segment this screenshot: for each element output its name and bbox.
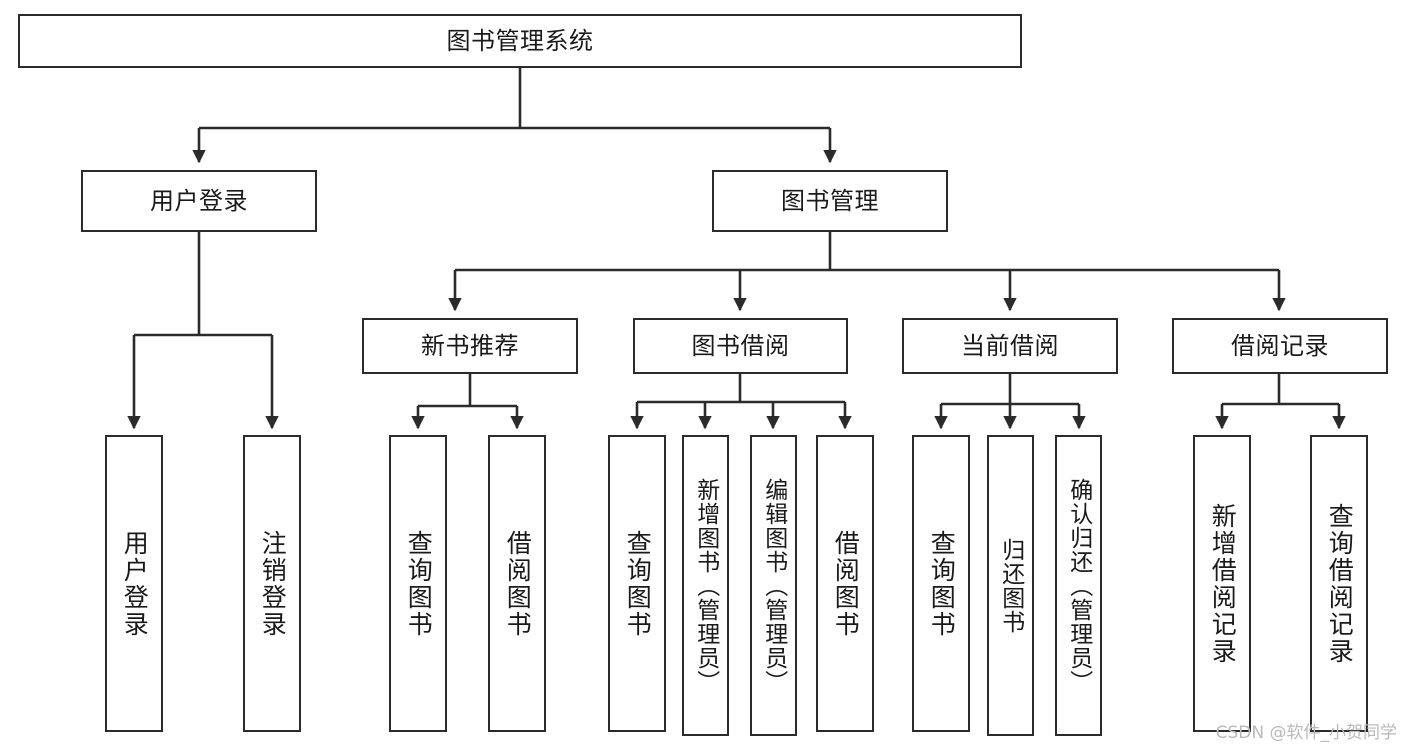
leaf-book-borrow-add-book-admin[interactable]: 新增图书（管理员） — [682, 435, 729, 736]
leaf-current-borrow-query-book[interactable]: 查询图书 — [912, 435, 970, 732]
leaf-new-book-borrow-book[interactable]: 借阅图书 — [488, 435, 546, 732]
node-label: 查询借阅记录 — [1325, 502, 1355, 665]
node-label: 确认归还（管理员） — [1065, 477, 1092, 694]
leaf-current-borrow-return-book[interactable]: 归还图书 — [987, 435, 1034, 736]
node-label: 注销登录 — [258, 529, 288, 638]
node-book-borrow[interactable]: 图书借阅 — [633, 318, 848, 374]
node-label: 查询图书 — [404, 529, 434, 638]
node-new-book-recommend[interactable]: 新书推荐 — [362, 318, 578, 374]
leaf-current-borrow-confirm-return-admin[interactable]: 确认归还（管理员） — [1055, 435, 1102, 736]
node-label: 借阅图书 — [831, 529, 861, 638]
node-label: 新书推荐 — [421, 331, 519, 360]
node-label: 新增借阅记录 — [1208, 502, 1238, 665]
node-root-book-management-system[interactable]: 图书管理系统 — [18, 14, 1022, 68]
leaf-new-book-query-book[interactable]: 查询图书 — [389, 435, 447, 732]
node-borrow-record[interactable]: 借阅记录 — [1172, 318, 1388, 374]
node-label: 查询图书 — [623, 529, 653, 638]
node-label: 图书借阅 — [691, 331, 790, 360]
leaf-borrow-record-query-record[interactable]: 查询借阅记录 — [1310, 435, 1368, 732]
node-label: 用户登录 — [150, 186, 248, 215]
node-label: 编辑图书（管理员） — [760, 477, 787, 694]
node-label: 借阅记录 — [1231, 331, 1329, 360]
leaf-book-borrow-edit-book-admin[interactable]: 编辑图书（管理员） — [750, 435, 797, 736]
leaf-book-borrow-query-book[interactable]: 查询图书 — [608, 435, 666, 732]
node-user-login[interactable]: 用户登录 — [81, 170, 317, 232]
node-label: 图书管理 — [781, 186, 879, 215]
node-book-management[interactable]: 图书管理 — [712, 170, 948, 232]
node-current-borrow[interactable]: 当前借阅 — [902, 318, 1118, 374]
node-label: 图书管理系统 — [446, 26, 594, 55]
leaf-user-login-login[interactable]: 用户登录 — [105, 435, 163, 732]
node-label: 借阅图书 — [503, 529, 533, 638]
node-label: 用户登录 — [120, 529, 150, 638]
leaf-user-login-logout[interactable]: 注销登录 — [243, 435, 301, 732]
node-label: 当前借阅 — [961, 331, 1059, 360]
node-label: 查询图书 — [927, 529, 957, 638]
node-label: 归还图书 — [997, 537, 1024, 634]
node-label: 新增图书（管理员） — [692, 477, 719, 694]
leaf-book-borrow-borrow-book[interactable]: 借阅图书 — [816, 435, 874, 732]
leaf-borrow-record-add-record[interactable]: 新增借阅记录 — [1193, 435, 1251, 732]
